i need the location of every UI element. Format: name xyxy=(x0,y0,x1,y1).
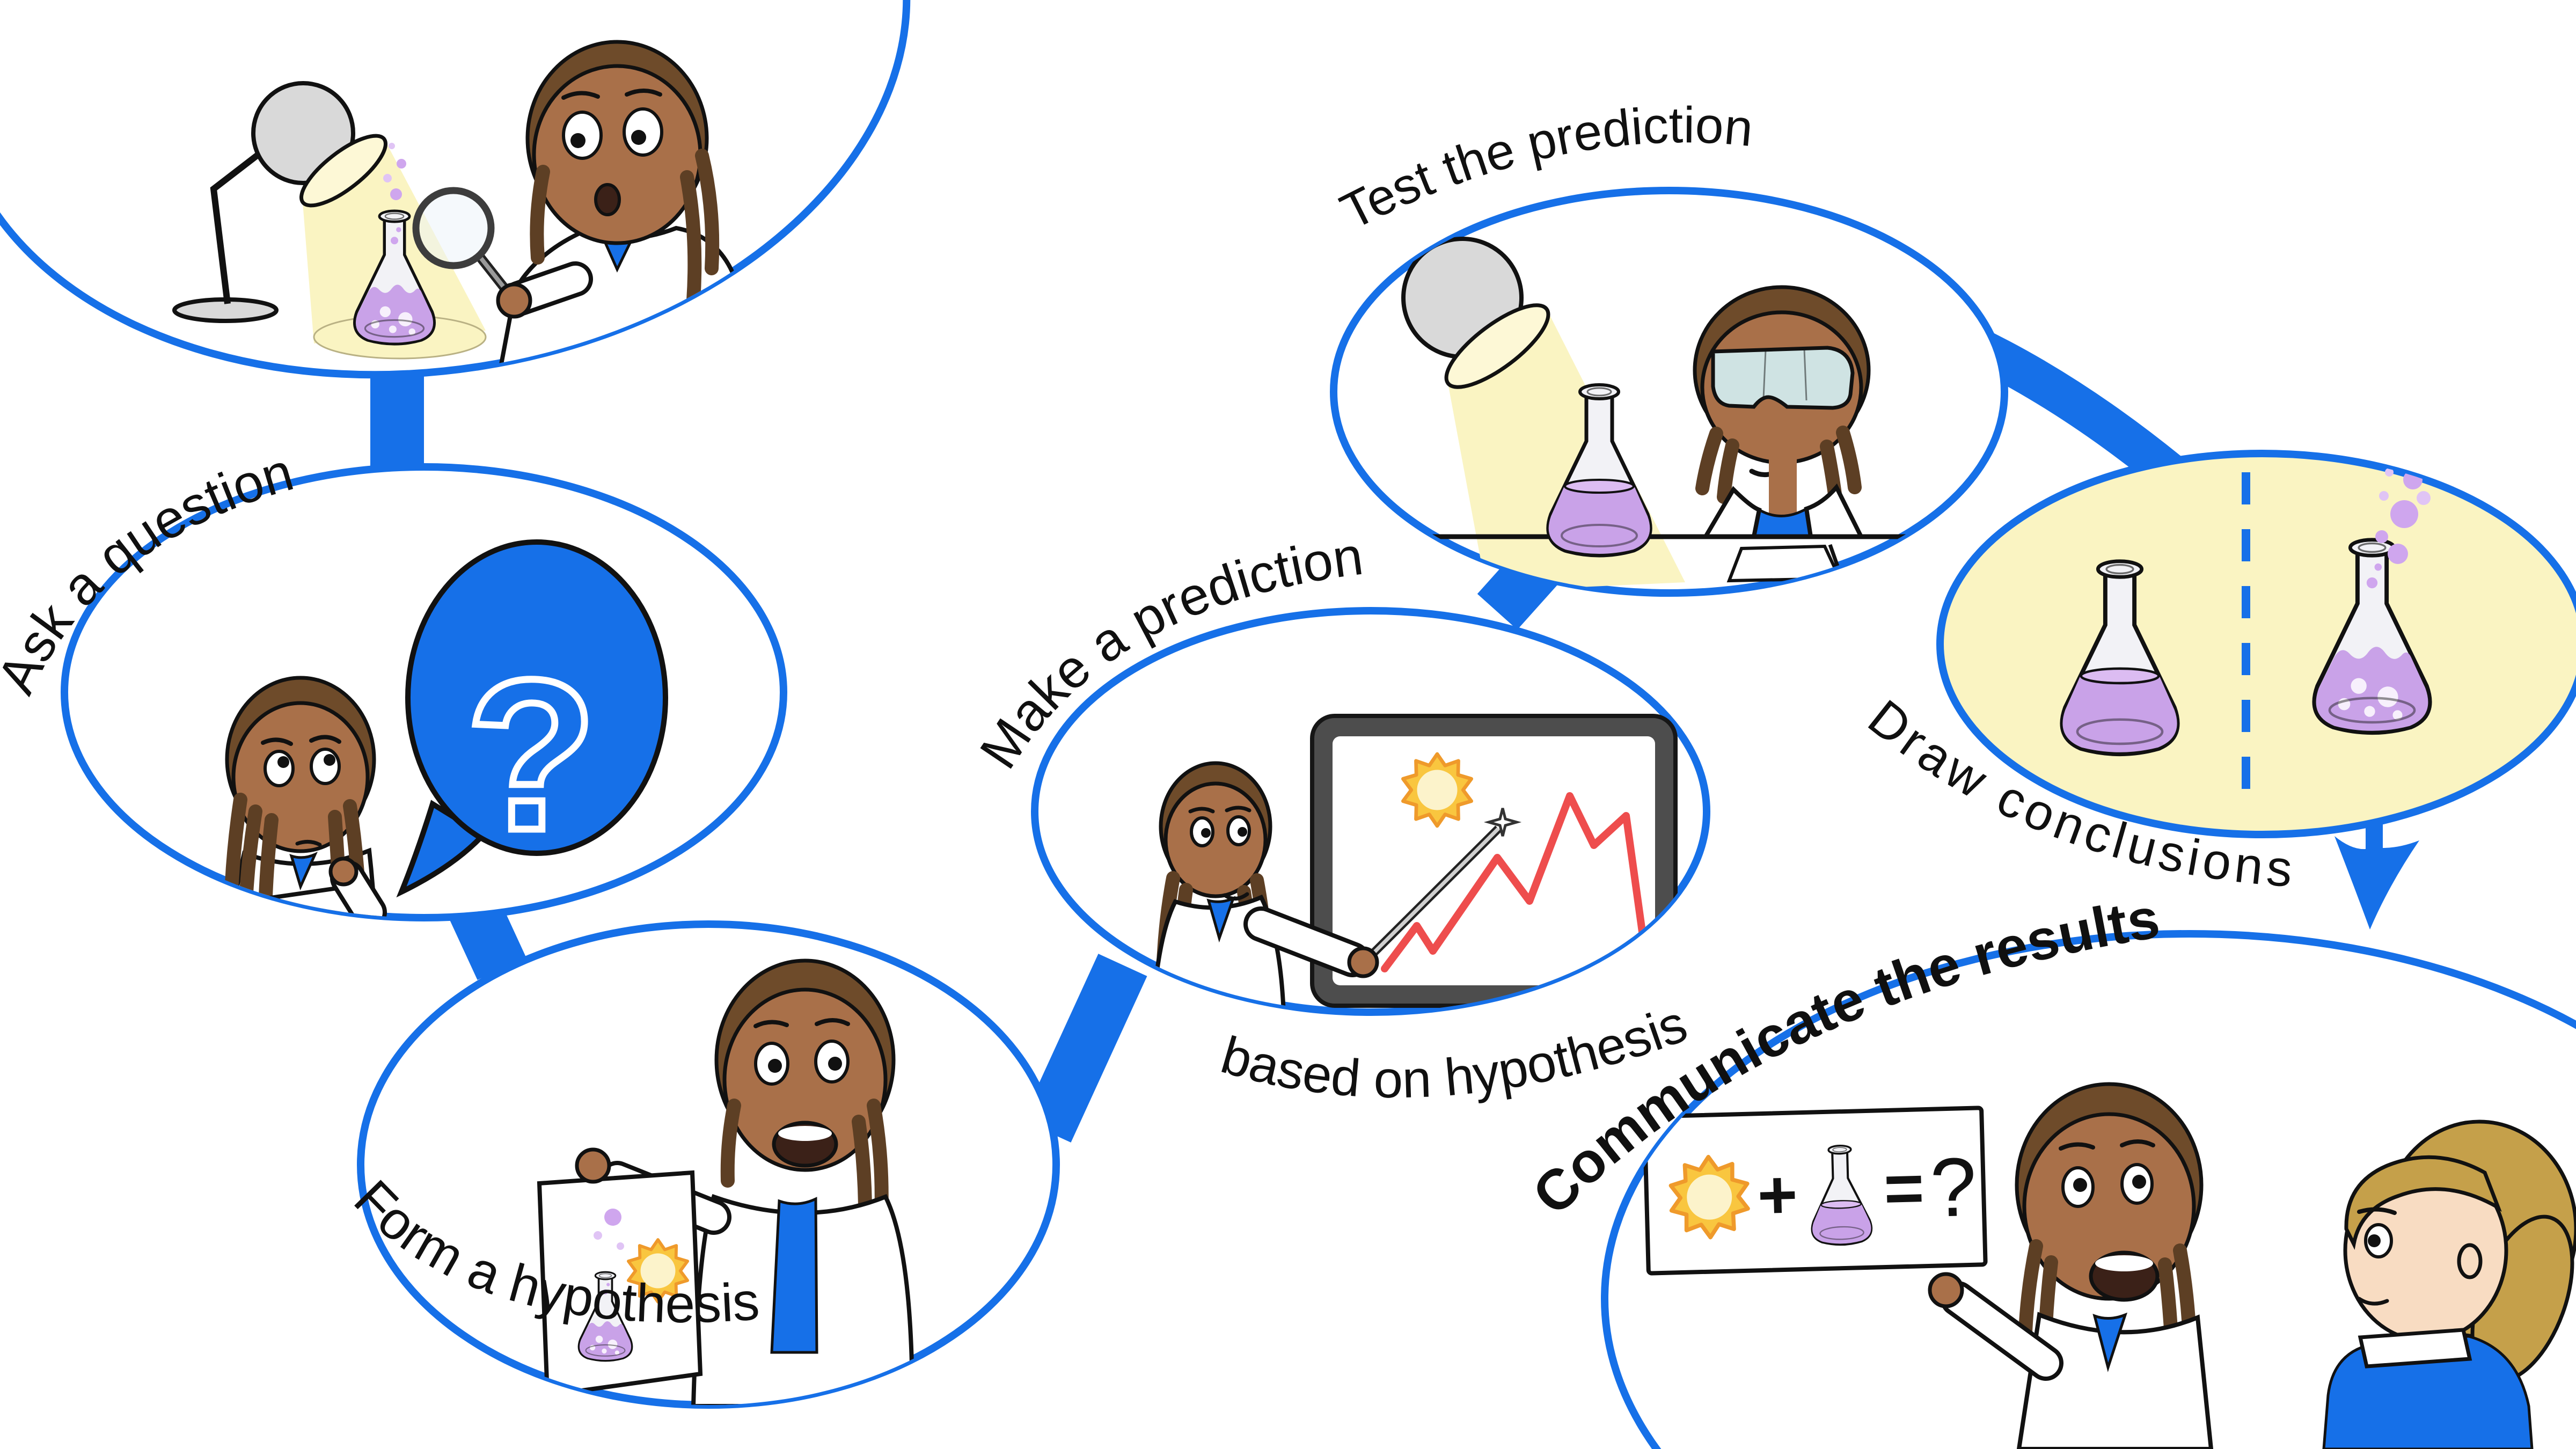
hypothesis-paper xyxy=(537,1170,703,1398)
safety-goggles-icon xyxy=(1711,346,1855,410)
speech-bubble: ? xyxy=(396,539,668,898)
lamp-opening xyxy=(299,134,387,208)
equals-sign: = xyxy=(1883,1150,1925,1227)
mouth xyxy=(594,183,621,216)
step-observe xyxy=(0,0,911,379)
step-test-prediction xyxy=(1330,187,2008,597)
question-mark: ? xyxy=(466,635,597,875)
scientist-communicating xyxy=(1928,1082,2214,1449)
plus-sign: + xyxy=(1757,1156,1798,1234)
pointer-stick-icon xyxy=(1363,825,1502,964)
hand-holding-paper xyxy=(575,1147,611,1184)
speech-bubble-body xyxy=(405,539,668,856)
listener-blond xyxy=(2322,1119,2576,1449)
chart-line xyxy=(1381,792,1646,972)
connector-form-to-make xyxy=(1022,954,1147,1143)
step-make-prediction xyxy=(1031,607,1710,1016)
lamp-opening xyxy=(1444,303,1550,389)
observed-flask-icon xyxy=(355,143,435,344)
step-draw-conclusions xyxy=(1936,450,2576,838)
hand xyxy=(1928,1272,1964,1308)
whiteboard xyxy=(1310,714,1678,1008)
note-paper-icon xyxy=(1726,544,1842,583)
step-communicate-results: + = ? xyxy=(1601,930,2576,1449)
mouth xyxy=(2357,1297,2389,1306)
ear xyxy=(2457,1243,2483,1279)
scientist-pointing xyxy=(1150,761,1522,1012)
unknown-question-mark: ? xyxy=(1929,1140,1978,1234)
label-based-on-hypothesis: based on hypothesis xyxy=(1215,993,1694,1109)
results-sign: + = ? xyxy=(1642,1106,1988,1276)
step-ask-question: ? xyxy=(61,463,787,921)
svg-text:based on hypothesis: based on hypothesis xyxy=(1215,993,1694,1109)
hand-on-chin xyxy=(328,857,358,887)
conclusions-ellipse xyxy=(1936,450,2576,838)
test-lamp-icon xyxy=(1401,237,1550,389)
arrow-conclusions-to-communicate xyxy=(2334,779,2419,930)
step-form-hypothesis xyxy=(357,920,1060,1409)
scientist-observing xyxy=(412,40,754,378)
teeth xyxy=(2095,1255,2153,1271)
scientist-thinking xyxy=(225,676,387,918)
sparkle-icon xyxy=(1483,808,1522,837)
hand xyxy=(496,282,532,319)
lamp-arm xyxy=(210,138,279,304)
magnifying-glass-icon xyxy=(412,187,515,299)
sign-board xyxy=(1642,1106,1988,1276)
teeth xyxy=(778,1126,832,1141)
collar xyxy=(2358,1328,2472,1368)
hair-fringe xyxy=(2344,1155,2502,1250)
scientist-testing xyxy=(1693,285,1871,539)
hand xyxy=(1347,946,1379,978)
mouth xyxy=(1223,892,1249,901)
mouth xyxy=(295,840,322,847)
